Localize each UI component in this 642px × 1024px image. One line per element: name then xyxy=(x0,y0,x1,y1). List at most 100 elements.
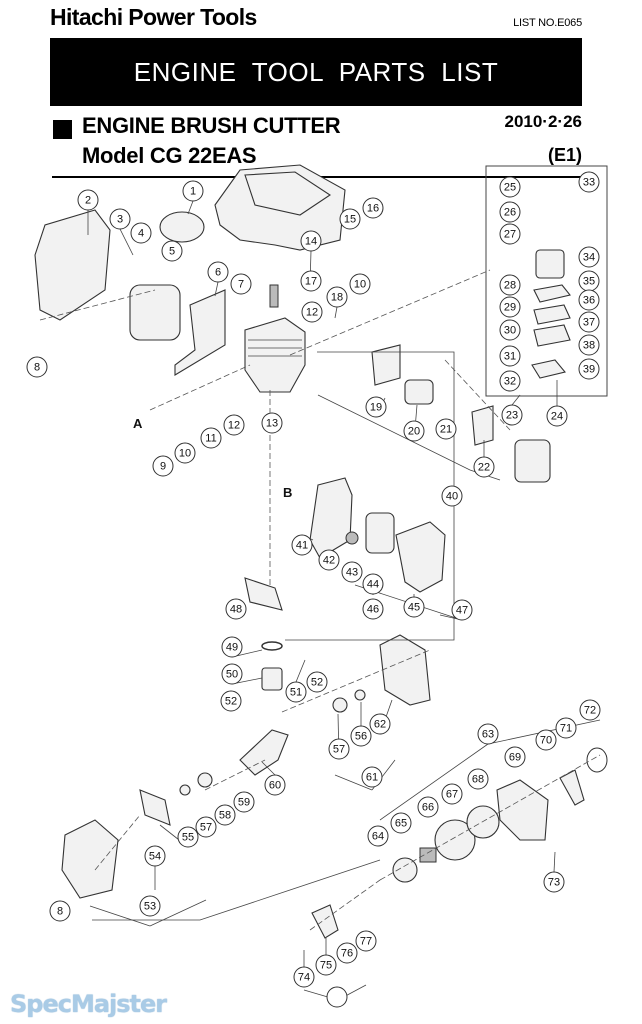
bearing-shape xyxy=(197,772,213,788)
parts-illustrations xyxy=(34,164,608,939)
part-callout[interactable]: 7 xyxy=(230,273,252,295)
part-callout[interactable]: 54 xyxy=(144,845,166,867)
part-callout[interactable]: 65 xyxy=(390,812,412,834)
part-callout[interactable]: 57 xyxy=(328,738,350,760)
part-callout[interactable]: 63 xyxy=(477,723,499,745)
part-callout[interactable]: 24 xyxy=(546,405,568,427)
part-callout[interactable]: 29 xyxy=(499,296,521,318)
part-callout[interactable]: 12 xyxy=(223,414,245,436)
callout-circle xyxy=(207,261,229,283)
part-callout[interactable]: 21 xyxy=(435,418,457,440)
part-callout[interactable]: 18 xyxy=(326,286,348,308)
part-callout[interactable]: 49 xyxy=(221,636,243,658)
muffler-shape xyxy=(129,284,181,341)
part-callout[interactable]: 72 xyxy=(579,699,601,721)
callout-circle xyxy=(130,222,152,244)
part-callout[interactable]: 76 xyxy=(336,942,358,964)
part-callout[interactable]: 58 xyxy=(214,804,236,826)
part-callout[interactable]: 8 xyxy=(49,900,71,922)
part-callout[interactable]: 16 xyxy=(362,197,384,219)
part-callout[interactable]: 68 xyxy=(467,768,489,790)
part-callout[interactable]: 28 xyxy=(499,274,521,296)
part-callout[interactable]: 50 xyxy=(221,663,243,685)
part-number-label: 32 xyxy=(504,376,516,388)
part-callout[interactable]: 14 xyxy=(300,230,322,252)
part-callout[interactable]: 1 xyxy=(182,180,204,202)
part-callout[interactable]: 71 xyxy=(555,717,577,739)
part-callout[interactable]: 57 xyxy=(195,816,217,838)
part-callout[interactable]: 8 xyxy=(26,356,48,378)
part-callout[interactable]: 12 xyxy=(301,301,323,323)
part-callout[interactable]: 32 xyxy=(499,370,521,392)
part-callout[interactable]: 73 xyxy=(543,871,565,893)
part-callout[interactable]: 60 xyxy=(264,774,286,796)
part-callout[interactable]: 37 xyxy=(578,311,600,333)
callout-circle xyxy=(261,412,283,434)
part-callout[interactable]: 30 xyxy=(499,319,521,341)
part-callout[interactable]: 20 xyxy=(403,420,425,442)
part-callout[interactable] xyxy=(326,986,348,1008)
part-callout[interactable]: 41 xyxy=(291,534,313,556)
part-callout[interactable]: 44 xyxy=(362,573,384,595)
part-callout[interactable]: 27 xyxy=(499,223,521,245)
part-callout[interactable]: 9 xyxy=(152,455,174,477)
part-callout[interactable]: 43 xyxy=(341,561,363,583)
part-callout[interactable]: 4 xyxy=(130,222,152,244)
part-callout[interactable]: 61 xyxy=(361,766,383,788)
callout-circle xyxy=(579,699,601,721)
part-callout[interactable]: 35 xyxy=(578,270,600,292)
part-callout[interactable]: 52 xyxy=(306,671,328,693)
part-callout[interactable]: 36 xyxy=(578,289,600,311)
part-callout[interactable]: 39 xyxy=(578,358,600,380)
part-callout[interactable]: 52 xyxy=(220,690,242,712)
callout-circle xyxy=(350,725,372,747)
part-callout[interactable]: 46 xyxy=(362,598,384,620)
part-callout[interactable]: 31 xyxy=(499,345,521,367)
part-callout[interactable]: 77 xyxy=(355,930,377,952)
part-callout[interactable]: 59 xyxy=(233,791,255,813)
part-callout[interactable]: 13 xyxy=(261,412,283,434)
part-callout[interactable]: 11 xyxy=(200,427,222,449)
part-callout[interactable]: 56 xyxy=(350,725,372,747)
part-callout[interactable]: 2 xyxy=(77,189,99,211)
part-number-label: 12 xyxy=(306,307,318,319)
part-callout[interactable]: 26 xyxy=(499,201,521,223)
part-callout[interactable]: 3 xyxy=(109,208,131,230)
part-callout[interactable]: 40 xyxy=(441,485,463,507)
part-callout[interactable]: 5 xyxy=(161,240,183,262)
part-callout[interactable]: 66 xyxy=(417,796,439,818)
part-callout[interactable]: 64 xyxy=(367,825,389,847)
part-callout[interactable]: 45 xyxy=(403,596,425,618)
spark-plug-shape xyxy=(269,284,279,308)
part-callout[interactable]: 70 xyxy=(535,729,557,751)
part-callout[interactable]: 48 xyxy=(225,598,247,620)
part-number-label: 26 xyxy=(504,207,516,219)
part-callout[interactable]: 69 xyxy=(504,746,526,768)
part-callout[interactable]: 10 xyxy=(174,442,196,464)
part-callout[interactable]: 74 xyxy=(293,966,315,988)
part-callout[interactable]: 6 xyxy=(207,261,229,283)
air-cleaner-case-shape xyxy=(309,477,353,559)
part-callout[interactable]: 55 xyxy=(177,826,199,848)
part-callout[interactable]: 75 xyxy=(315,954,337,976)
part-callout[interactable]: 67 xyxy=(441,783,463,805)
part-callout[interactable]: 17 xyxy=(300,270,322,292)
part-callout[interactable]: 19 xyxy=(365,396,387,418)
part-callout[interactable]: 25 xyxy=(499,176,521,198)
bearing-shape xyxy=(332,697,348,713)
part-callout[interactable]: 62 xyxy=(369,713,391,735)
part-callout[interactable]: 47 xyxy=(451,599,473,621)
part-number-label: 5 xyxy=(169,246,175,258)
part-callout[interactable]: 42 xyxy=(318,549,340,571)
callout-circle xyxy=(326,286,348,308)
part-callout[interactable]: 53 xyxy=(139,895,161,917)
part-callout[interactable]: 51 xyxy=(285,681,307,703)
part-callout[interactable]: 10 xyxy=(349,273,371,295)
part-callout[interactable]: 15 xyxy=(339,208,361,230)
part-callout[interactable]: 38 xyxy=(578,334,600,356)
part-callout[interactable]: 34 xyxy=(578,246,600,268)
part-number-label: 73 xyxy=(548,877,560,889)
part-callout[interactable]: 22 xyxy=(473,456,495,478)
part-callout[interactable]: 23 xyxy=(501,404,523,426)
part-callout[interactable]: 33 xyxy=(578,171,600,193)
